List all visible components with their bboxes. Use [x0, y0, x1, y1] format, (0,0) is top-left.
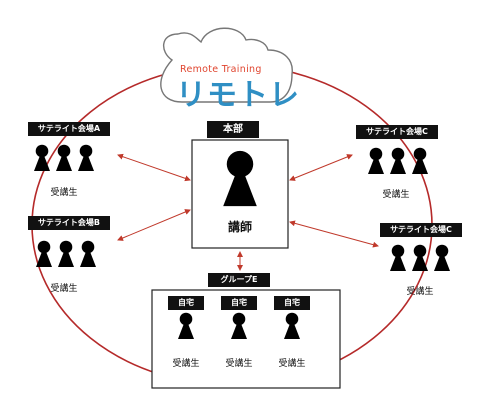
satellite-c-top-caption: 受講生 [382, 190, 410, 200]
home-caption: 受講生 [172, 359, 200, 369]
student-person-icon [56, 144, 72, 171]
teacher-caption: 講師 [227, 220, 252, 234]
satellite-b-label: サテライト会場B [28, 216, 110, 230]
satellite-b-caption: 受講生 [50, 284, 78, 294]
student-person-icon [36, 240, 52, 267]
student-person-icon [412, 244, 428, 271]
home-caption: 受講生 [278, 359, 306, 369]
arrow-hq-satellite-c-bottom [289, 220, 379, 248]
student-person-icon [390, 147, 406, 174]
student-person-icon [390, 244, 406, 271]
home-label: 自宅 [274, 296, 310, 310]
satellite-a-label: サテライト会場A [28, 122, 110, 136]
student-person-icon [80, 240, 96, 267]
arrow-hq-satellite-c-top [289, 154, 353, 181]
satellite-c-bottom-label: サテライト会場C [380, 223, 462, 237]
group-label: グループE [208, 273, 270, 287]
student-person-icon [78, 144, 94, 171]
home-label: 自宅 [168, 296, 204, 310]
satellite-c-top-label: サテライト会場C [356, 125, 438, 139]
student-person-icon [58, 240, 74, 267]
satellite-a-caption: 受講生 [50, 188, 78, 198]
student-person-icon [368, 147, 384, 174]
home-caption: 受講生 [225, 359, 253, 369]
logo-title: Remote Training [180, 64, 262, 75]
headquarters-label: 本部 [207, 121, 259, 138]
logo-main-text: リモトレ [176, 78, 300, 113]
cloud-icon [160, 27, 293, 103]
student-person-icon [434, 244, 450, 271]
arrow-hq-satellite-a [117, 153, 191, 182]
satellite-c-bottom-caption: 受講生 [406, 287, 434, 297]
arrow-hq-satellite-b [117, 209, 191, 241]
student-person-icon [34, 144, 50, 171]
home-label: 自宅 [221, 296, 257, 310]
